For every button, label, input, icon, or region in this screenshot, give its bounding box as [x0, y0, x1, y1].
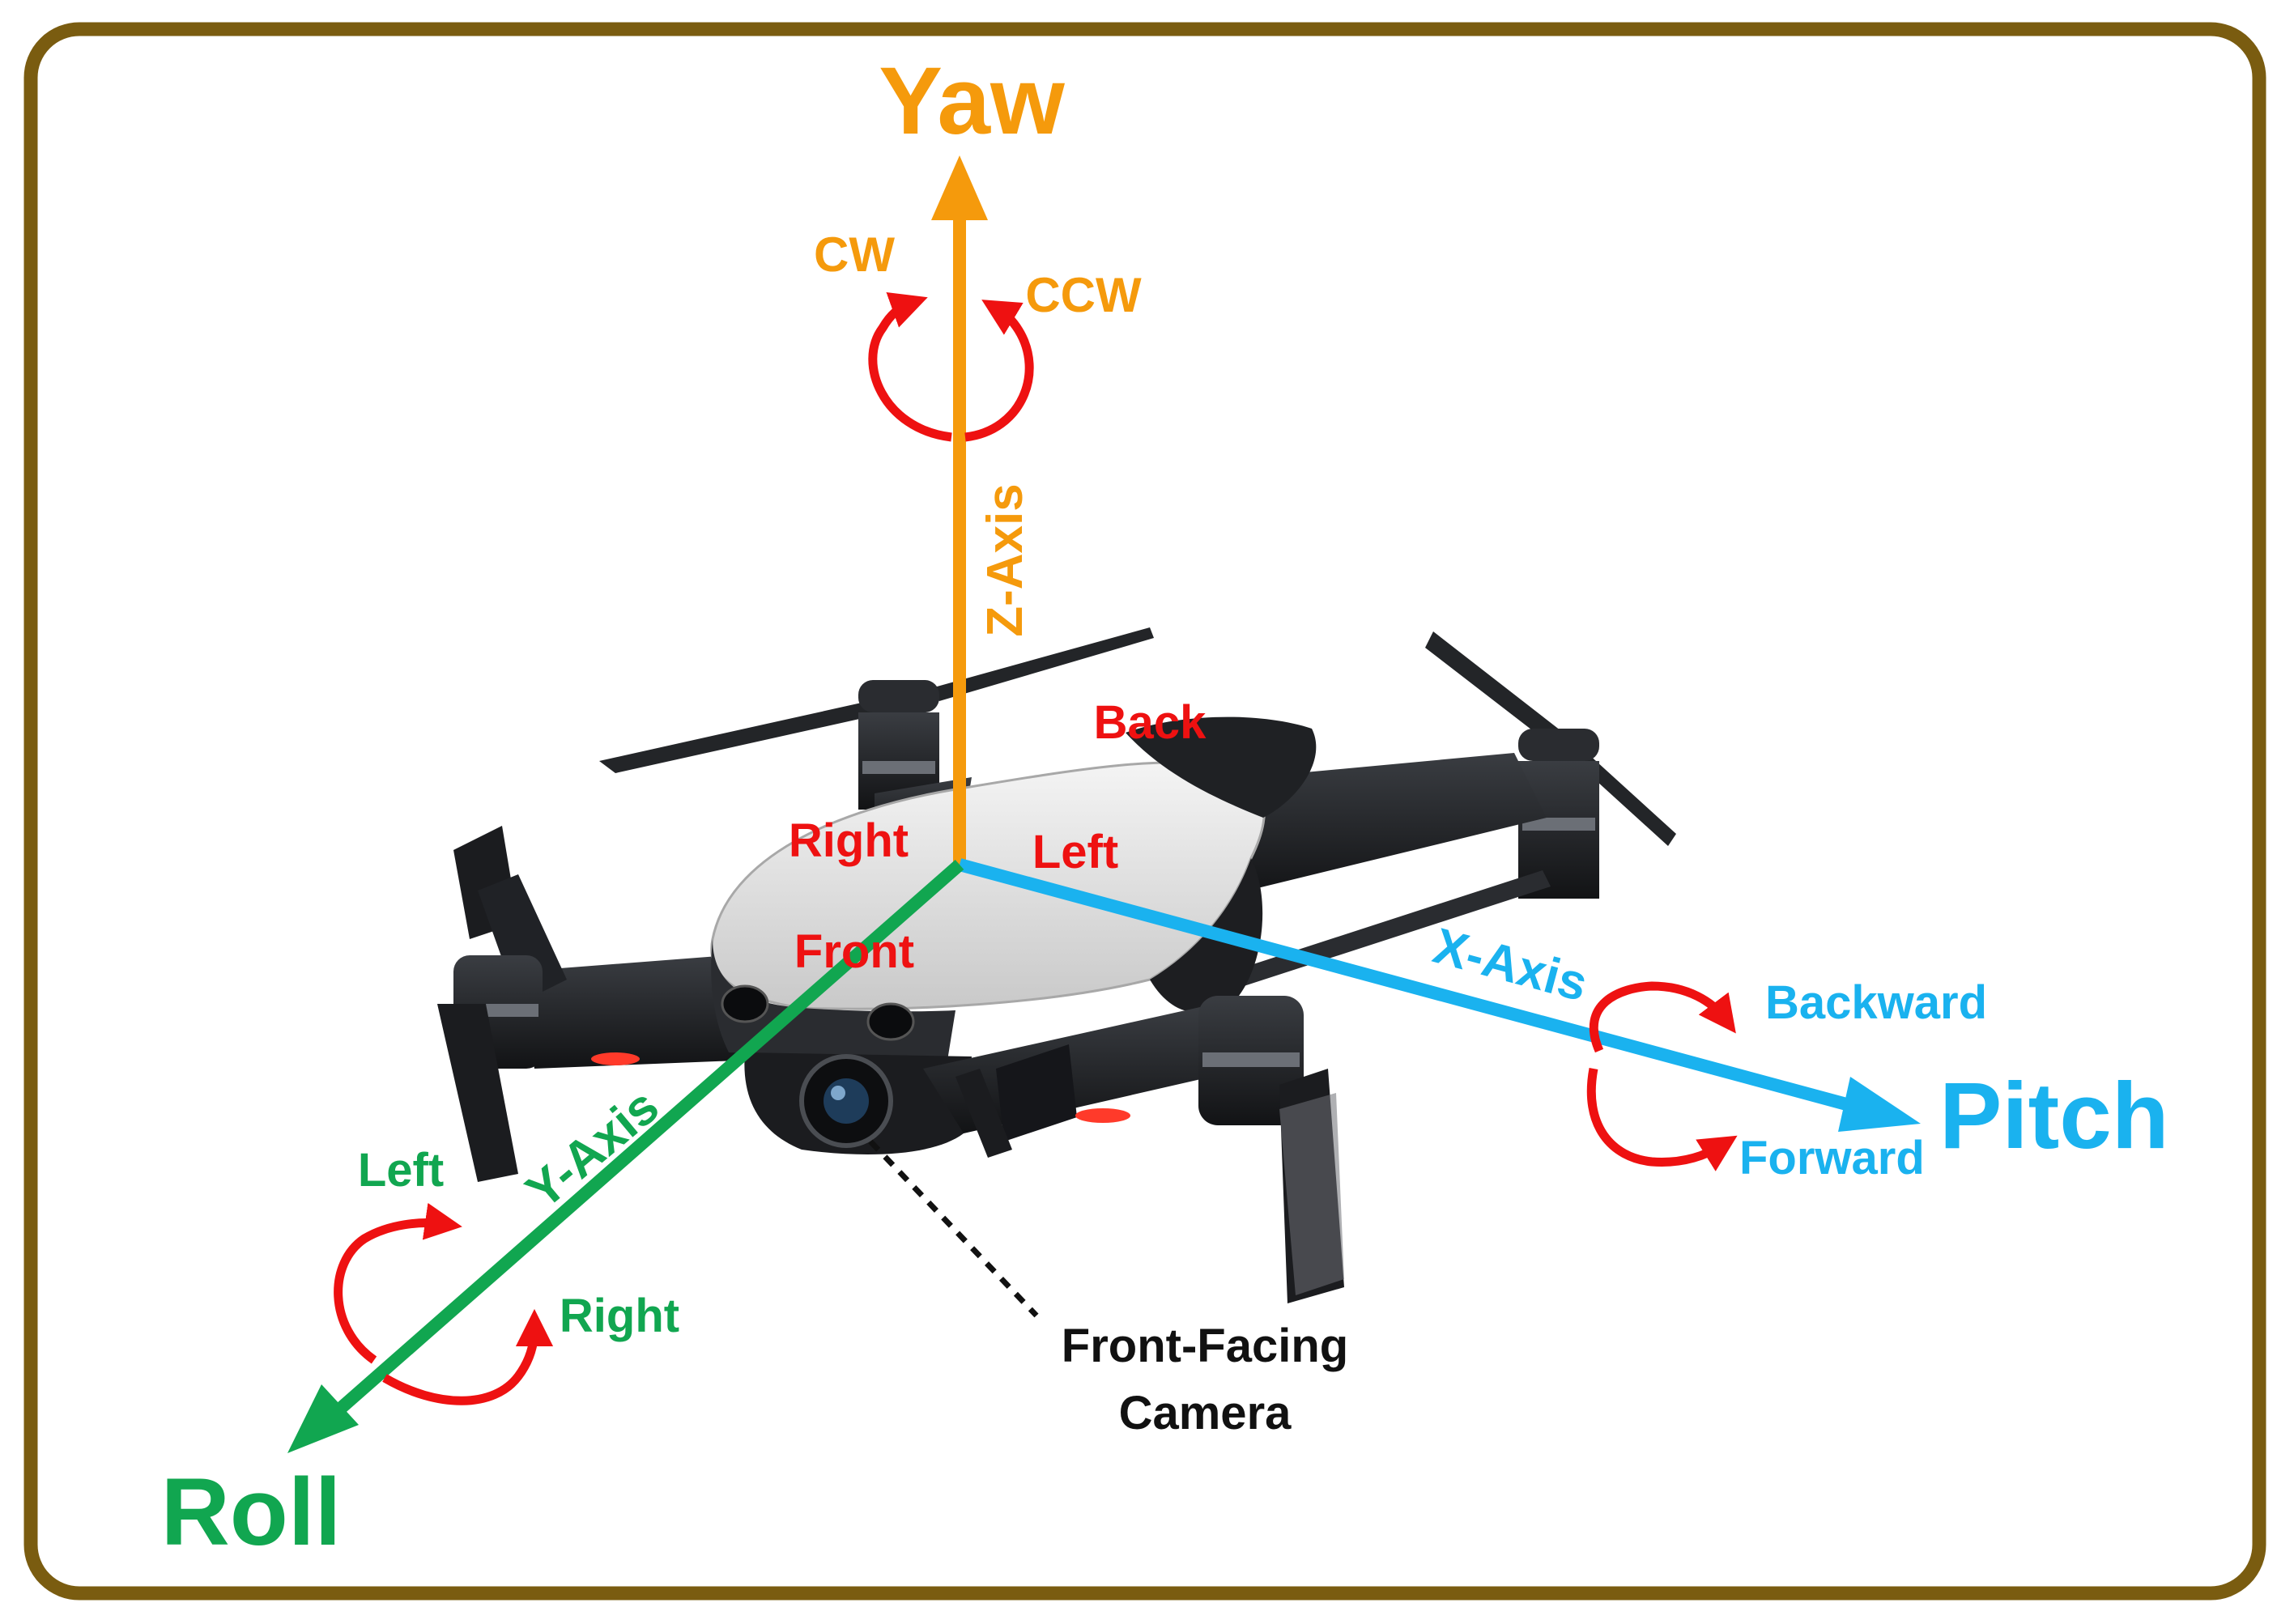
front-sensor-right: [866, 1002, 915, 1041]
drone-body: [710, 761, 1266, 1010]
pitch-rotation-arrow-backward: [1589, 981, 1736, 1053]
drone-rear-top: [1126, 716, 1317, 818]
camera-pointer-line: [868, 1139, 1039, 1318]
yaw-title: Yaw: [879, 48, 1066, 155]
drone-side-front: Front: [794, 925, 914, 978]
z-axis-label: Z-Axis: [977, 483, 1033, 636]
front-sensor-left: [721, 984, 769, 1023]
yaw-rotation-arrow-cw: [868, 292, 952, 442]
roll-title: Roll: [161, 1459, 342, 1566]
motor-front-left: [437, 826, 737, 1182]
yaw-ccw-label: CCW: [1025, 268, 1142, 322]
yaw-cw-label: CW: [814, 227, 895, 282]
roll-left-label: Left: [358, 1144, 444, 1197]
roll-rotation-arrow-right: [382, 1308, 554, 1405]
pitch-forward-label: Forward: [1739, 1132, 1925, 1184]
drone-illustration: [437, 627, 1676, 1303]
pitch-backward-label: Backward: [1765, 976, 1987, 1029]
pitch-title: Pitch: [1939, 1063, 2169, 1168]
camera-label-line2: Camera: [1119, 1387, 1292, 1439]
z-axis-arrow: [931, 155, 988, 865]
roll-rotation-arrow-left: [334, 1202, 462, 1364]
motor-front-right: [923, 996, 1344, 1303]
pitch-rotation-arrow-forward: [1586, 1067, 1738, 1171]
y-axis-arrow: [287, 859, 964, 1453]
drone-side-right: Right: [789, 814, 909, 867]
x-axis-arrow: [957, 858, 1921, 1132]
propeller-back-left: [599, 627, 1154, 810]
camera-label-line1: Front-Facing: [1062, 1320, 1348, 1372]
front-camera: [744, 1052, 972, 1154]
drone-side-back: Back: [1094, 696, 1207, 749]
propeller-back-right: [1425, 631, 1676, 899]
roll-right-label: Right: [560, 1290, 679, 1342]
drone-side-left: Left: [1032, 826, 1118, 878]
yaw-rotation-arrow-ccw: [964, 300, 1034, 442]
